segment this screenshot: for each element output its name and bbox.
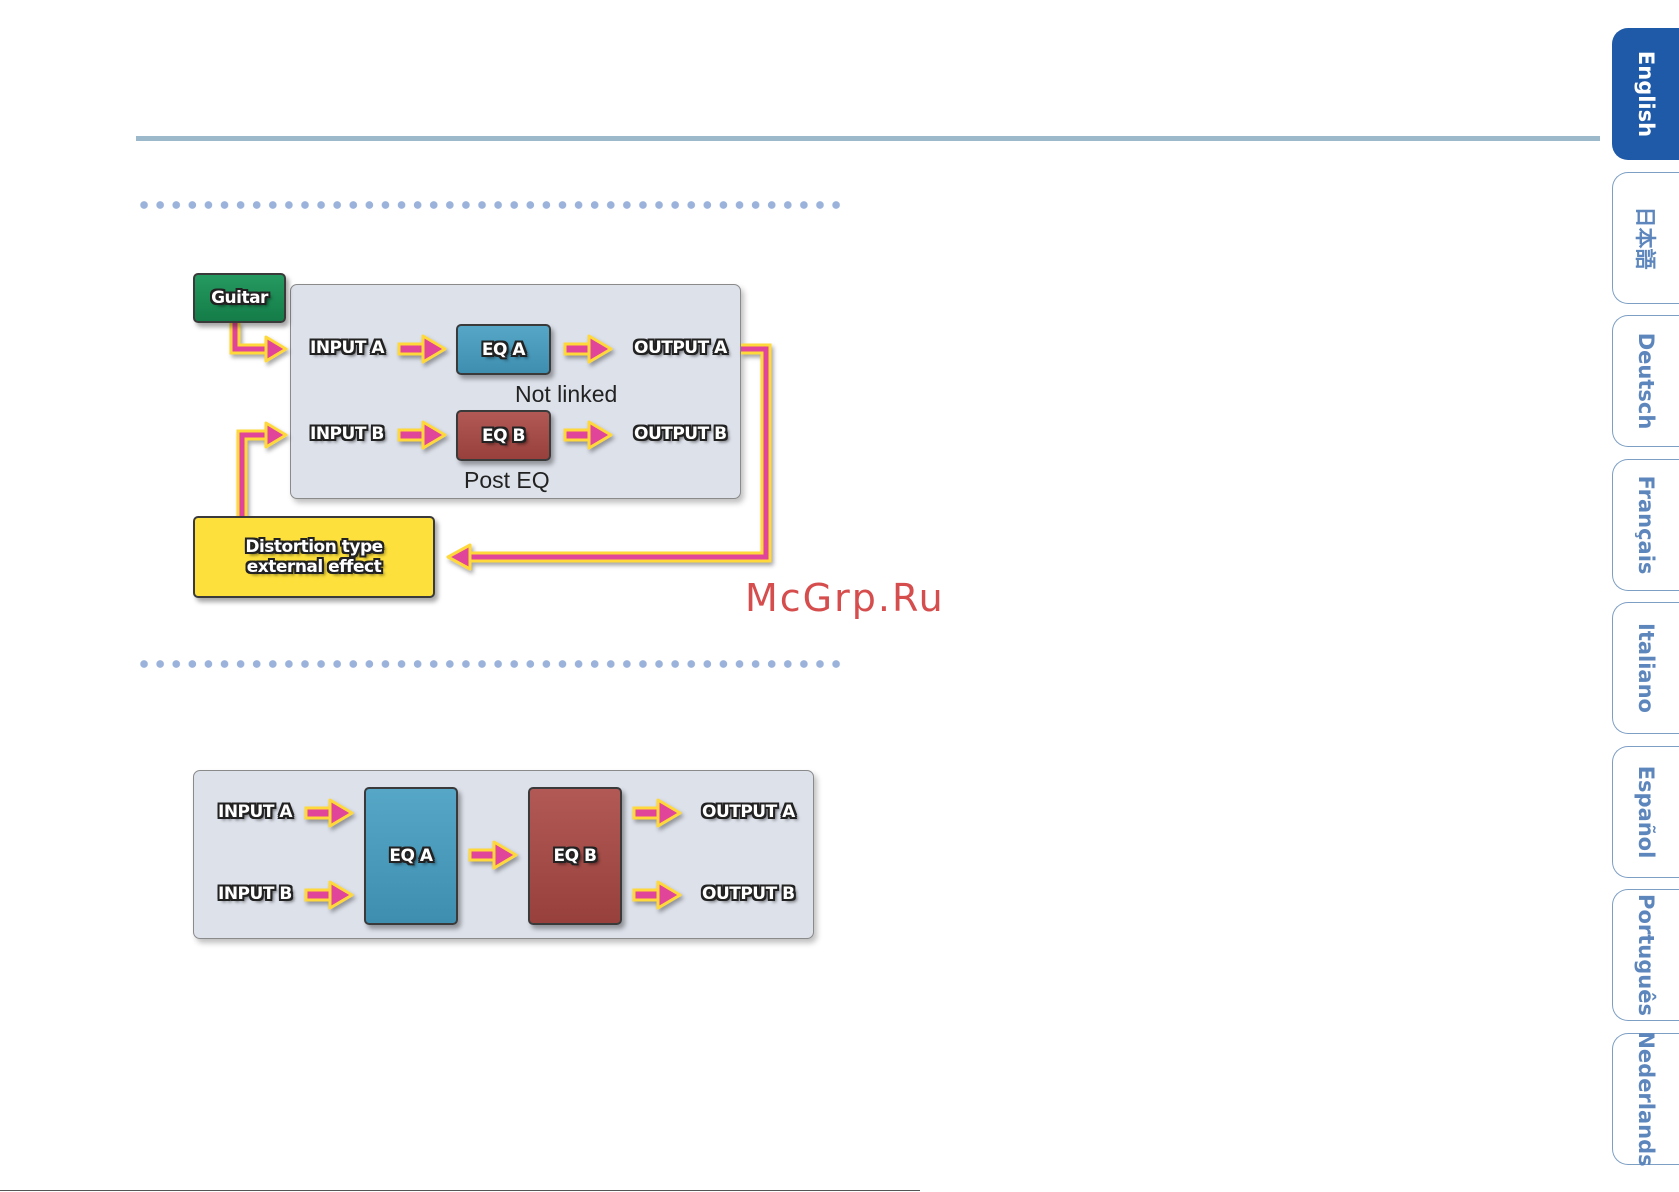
tab-english[interactable]: English — [1612, 28, 1679, 160]
tab-portugues[interactable]: Português — [1612, 889, 1679, 1021]
eq-a-block-2: EQ A — [364, 787, 458, 925]
tab-italiano[interactable]: Italiano — [1612, 602, 1679, 734]
tab-italiano-label: Italiano — [1634, 623, 1658, 713]
input-a-label-2: INPUT A — [218, 802, 292, 822]
tab-nederlands[interactable]: Nederlands — [1612, 1033, 1679, 1165]
footer-line — [0, 1190, 920, 1191]
tab-deutsch-label: Deutsch — [1634, 333, 1658, 430]
output-a-label-2: OUTPUT A — [702, 802, 795, 822]
tab-espanol-label: Español — [1634, 766, 1658, 859]
eq-b-block-2: EQ B — [528, 787, 622, 925]
tab-deutsch[interactable]: Deutsch — [1612, 315, 1679, 447]
tab-english-label: English — [1634, 51, 1658, 137]
tab-espanol[interactable]: Español — [1612, 746, 1679, 878]
watermark: McGrp.Ru — [745, 576, 945, 620]
output-b-label-2: OUTPUT B — [702, 884, 795, 904]
eq-a-label-2: EQ A — [389, 846, 432, 866]
tab-francais[interactable]: Français — [1612, 459, 1679, 591]
input-b-label-2: INPUT B — [218, 884, 292, 904]
tab-francais-label: Français — [1634, 476, 1658, 575]
eq-b-label-2: EQ B — [554, 846, 597, 866]
tab-nederlands-label: Nederlands — [1634, 1031, 1658, 1166]
tab-japanese-label: 日本語 — [1631, 207, 1661, 270]
tab-portugues-label: Português — [1634, 894, 1658, 1016]
tab-japanese[interactable]: 日本語 — [1612, 172, 1679, 304]
